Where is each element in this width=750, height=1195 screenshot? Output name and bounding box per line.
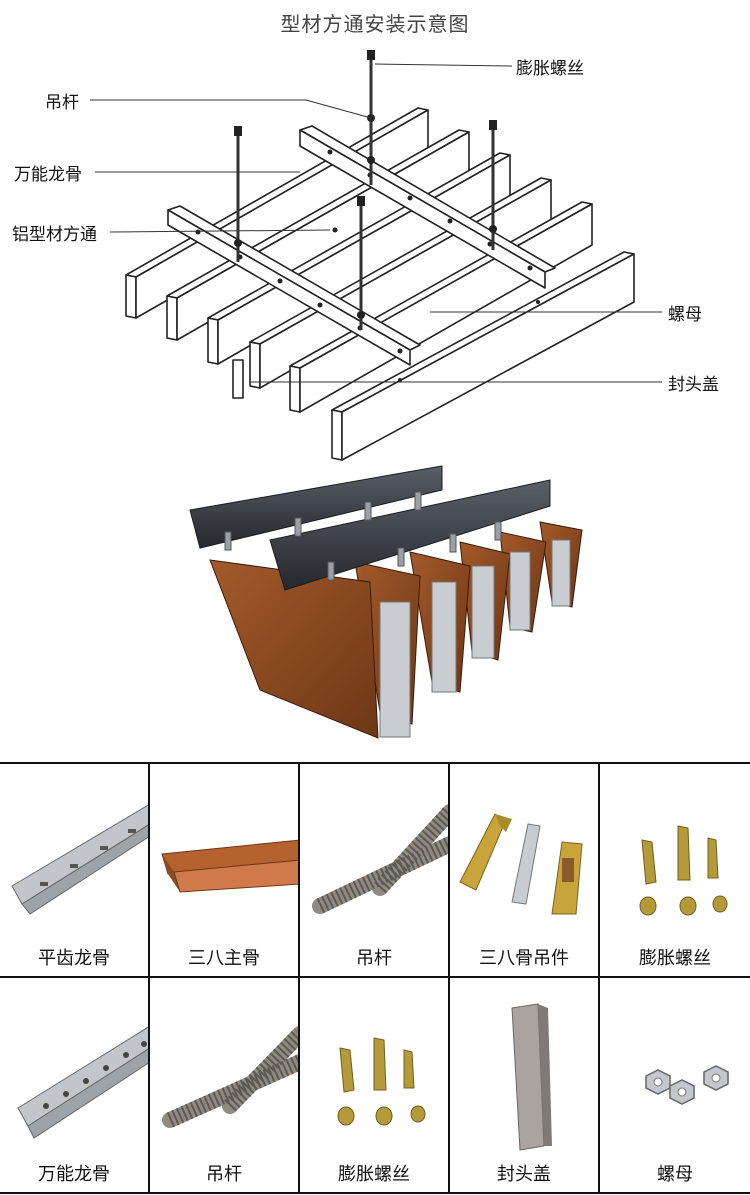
part-flat-tooth-keel: 平齿龙骨 (0, 764, 150, 978)
part-expansion-bolt-2: 膨胀螺丝 (300, 978, 450, 1192)
part-hex-nut: 螺母 (600, 978, 750, 1192)
callout-nut: 螺母 (668, 305, 702, 325)
part-label: 三八主骨 (188, 948, 260, 969)
main-keel-icon (161, 839, 298, 893)
threaded-rod-icon (312, 804, 448, 914)
hanger-clip-icon (459, 813, 583, 915)
part-label: 三八骨吊件 (479, 948, 569, 969)
expansion-bolt-icon (639, 825, 728, 916)
expansion-bolt-icon (337, 1037, 426, 1126)
part-threaded-rod: 吊杆 (300, 764, 450, 978)
product-photo (189, 465, 583, 739)
part-label: 平齿龙骨 (38, 948, 110, 969)
part-label: 膨胀螺丝 (338, 1164, 410, 1185)
part-label: 封头盖 (497, 1164, 551, 1185)
part-end-cap: 封头盖 (450, 978, 600, 1192)
part-threaded-rod-2: 吊杆 (150, 978, 300, 1192)
part-label: 膨胀螺丝 (639, 948, 711, 969)
callout-expansion-bolt: 膨胀螺丝 (516, 59, 584, 79)
callout-end-cap: 封头盖 (668, 375, 719, 395)
callout-rod: 吊杆 (45, 93, 79, 113)
part-expansion-bolt: 膨胀螺丝 (600, 764, 750, 978)
part-label: 螺母 (657, 1164, 693, 1185)
part-label: 吊杆 (356, 948, 392, 969)
aluminum-tube-6 (331, 251, 635, 461)
part-hanger-clip: 三八骨吊件 (450, 764, 600, 978)
universal-keel-icon (17, 1026, 148, 1139)
part-main-keel: 三八主骨 (150, 764, 300, 978)
hex-nut-icon (645, 1065, 729, 1105)
universal-keel-front (167, 205, 421, 366)
part-universal-keel: 万能龙骨 (0, 978, 150, 1192)
page-title: 型材方通安装示意图 (280, 12, 470, 36)
part-label: 吊杆 (206, 1164, 242, 1185)
flat-tooth-keel-icon (11, 804, 148, 915)
universal-keel-back (299, 125, 556, 289)
end-cap-icon (511, 1003, 552, 1151)
part-label: 万能龙骨 (38, 1164, 110, 1185)
parts-grid: 平齿龙骨 三八主骨 吊杆 三八骨吊件 (0, 762, 750, 1194)
end-cap (232, 359, 244, 399)
callout-keel: 万能龙骨 (14, 165, 82, 185)
installation-diagram (90, 50, 662, 461)
threaded-rod-icon (162, 1026, 298, 1128)
callout-tube: 铝型材方通 (12, 225, 97, 245)
